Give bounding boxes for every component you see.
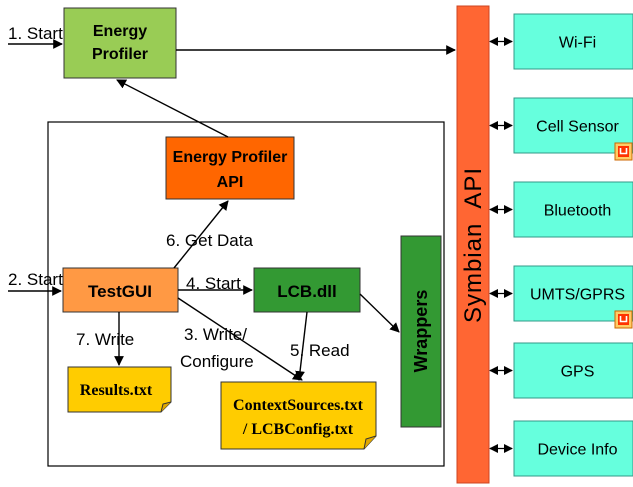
- wrappers-node: Wrappers: [400, 235, 442, 428]
- arrow-lcb-to-context: [295, 311, 308, 381]
- symbian-api-label: Symbian API: [460, 167, 487, 323]
- sensor-label: Bluetooth: [544, 203, 612, 220]
- testgui-label: TestGUI: [88, 282, 152, 301]
- sensor-device-info: Device Info: [489, 420, 633, 477]
- results-file-label: Results.txt: [80, 382, 153, 399]
- energy-profiler-api-node: Energy Profiler API: [165, 136, 295, 200]
- step-write3-label-2: Configure: [180, 352, 254, 371]
- wrappers-label: Wrappers: [411, 290, 431, 373]
- sensor-box: [513, 265, 633, 322]
- energy-profiler-label-2: Profiler: [92, 46, 148, 63]
- sensor-box: [513, 342, 633, 399]
- arrow-testgui-to-api: [173, 200, 229, 269]
- step-write3-label-1: 3. Write/: [184, 325, 247, 344]
- results-file-node: Results.txt: [67, 366, 172, 413]
- sensor-umts-gprs: UMTS/GPRS: [489, 265, 633, 322]
- sensor-label: UMTS/GPRS: [530, 287, 625, 304]
- context-sources-file-node: ContextSources.txt / LCBConfig.txt: [220, 381, 377, 450]
- step-labels: 1. Start 2. Start 6. Get Data 4. Start 3…: [8, 24, 350, 371]
- sensor-box: [513, 181, 633, 238]
- testgui-node: TestGUI: [62, 267, 179, 313]
- arrow-testgui-to-context: [177, 297, 303, 381]
- sensor-label: GPS: [561, 364, 595, 381]
- step-write7-label: 7. Write: [76, 330, 134, 349]
- energy-profiler-api-label-2: API: [217, 174, 244, 191]
- symbian-api-node: Symbian API: [456, 5, 490, 484]
- sensor-cell-sensor: Cell Sensor: [489, 97, 633, 154]
- lcb-dll-node: LCB.dll: [253, 267, 361, 313]
- sensor-label: Cell Sensor: [536, 119, 619, 136]
- lcb-dll-label: LCB.dll: [277, 282, 337, 301]
- sensor-label: Device Info: [537, 442, 617, 459]
- step-start4-label: 4. Start: [186, 274, 241, 293]
- context-file-label-2: / LCBConfig.txt: [242, 421, 354, 438]
- unsupported-badge-icon: [614, 310, 633, 329]
- arrow-lcb-to-wrappers: [359, 293, 400, 333]
- step-getdata6-label: 6. Get Data: [166, 231, 253, 250]
- sensor-box: [513, 420, 633, 477]
- arrow-api-to-profiler: [116, 79, 229, 138]
- step-read5-label: 5. Read: [290, 341, 350, 360]
- energy-profiler-label-1: Energy: [93, 23, 147, 40]
- sensor-bluetooth: Bluetooth: [489, 181, 633, 238]
- testbed-container: [47, 121, 445, 467]
- unsupported-badge-icon: [614, 142, 633, 161]
- sensor-gps: GPS: [489, 342, 633, 399]
- sensor-box: [513, 13, 633, 70]
- arrows: [8, 39, 456, 381]
- step-start2-label: 2. Start: [8, 270, 63, 289]
- step-start1-label: 1. Start: [8, 24, 63, 43]
- sensor-label: Wi-Fi: [559, 35, 596, 52]
- sensor-box: [513, 97, 633, 154]
- context-file-label-1: ContextSources.txt: [233, 397, 364, 414]
- energy-profiler-api-label-1: Energy Profiler: [173, 149, 288, 166]
- energy-profiler-node: Energy Profiler: [63, 7, 177, 79]
- sensor-wi-fi: Wi-Fi: [489, 13, 633, 70]
